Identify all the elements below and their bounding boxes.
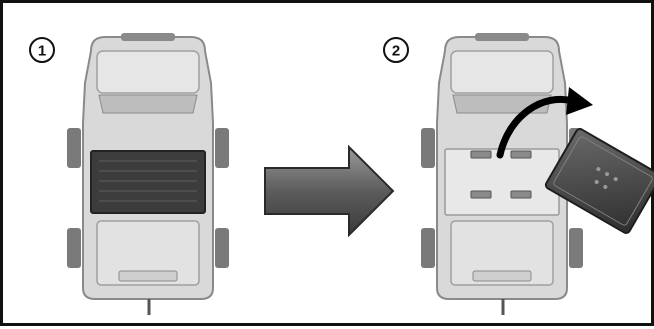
tailgate [473,271,531,281]
left-front-wheel [67,128,81,168]
battery-cover-closed [91,151,205,213]
front-bumper [121,33,175,41]
instruction-diagram: 1 2 [3,3,654,329]
right-arrow-icon [265,147,393,235]
truck-step-1 [67,33,229,315]
left-rear-wheel [421,228,435,268]
right-rear-wheel [569,228,583,268]
left-front-wheel [421,128,435,168]
tailgate [119,271,177,281]
front-bumper [475,33,529,41]
step-1-badge: 1 [30,38,54,62]
left-rear-wheel [67,228,81,268]
battery-compartment [445,149,559,215]
windshield [99,95,197,113]
right-rear-wheel [215,228,229,268]
step-2-badge: 2 [384,38,408,62]
step-2-number: 2 [392,43,400,60]
right-front-wheel [215,128,229,168]
hood [451,51,553,93]
step-1-number: 1 [38,43,46,60]
hood [97,51,199,93]
